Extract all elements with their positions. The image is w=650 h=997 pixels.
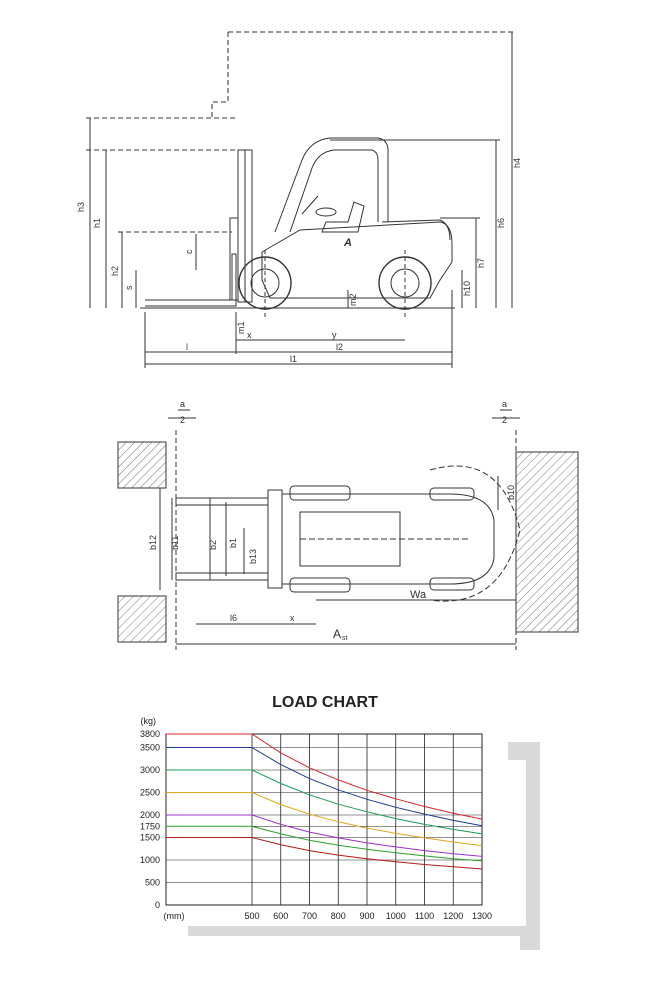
- label-h1: h1: [92, 218, 102, 228]
- label-h10: h10: [462, 281, 472, 296]
- label-b10: b10: [506, 485, 516, 500]
- label-h3: h3: [76, 202, 86, 212]
- steering-wheel: [315, 207, 337, 217]
- label-ast: A: [333, 627, 341, 641]
- seat: [321, 201, 365, 233]
- overhead-guard-inner: [289, 149, 379, 233]
- label-l1: l1: [290, 354, 297, 364]
- side-view-svg: h3 h1 h2 s c h4 h6 h7 h10 m2 m1 x y l2 l…: [76, 31, 522, 368]
- rear-wheel-hub: [390, 268, 420, 298]
- truck-logo: A: [343, 237, 352, 249]
- x-tick-label: 500: [244, 911, 259, 921]
- label-wa: Wa: [410, 589, 427, 601]
- label-h7: h7: [476, 258, 486, 268]
- y-tick-label: 1500: [140, 833, 160, 843]
- label-h4: h4: [512, 158, 522, 168]
- load-curve-3: [166, 769, 483, 835]
- load-curve-7: [166, 837, 483, 870]
- x-tick-label: 900: [359, 911, 374, 921]
- turning-arc: [429, 465, 521, 602]
- y-tick-label: 3000: [140, 765, 160, 775]
- y-unit-label: (kg): [141, 716, 157, 726]
- load-curve-2: [166, 747, 483, 827]
- load-curve-4: [166, 792, 483, 847]
- load-curve-1: [166, 733, 483, 820]
- label-c: c: [184, 249, 194, 254]
- label-b11: b11: [170, 536, 180, 550]
- label-m2: m2: [348, 293, 358, 306]
- label-2-left: 2: [180, 415, 185, 425]
- truck-body: [261, 221, 453, 299]
- chart-axis-labels: 500 600 700 800 900 1000 1100 1200 1300 3800 3500 3…: [140, 716, 492, 921]
- x-tick-label: 1000: [386, 911, 406, 921]
- label-a-left: a: [180, 399, 185, 409]
- chart-series: [166, 733, 483, 870]
- front-wheel-right: [289, 577, 351, 593]
- label-b13: b13: [248, 549, 258, 564]
- fork-arm: [145, 253, 237, 307]
- load-chart-svg: 500 600 700 800 900 1000 1100 1200 1300 3800 3500 3…: [140, 716, 540, 950]
- steering-column: [301, 195, 319, 215]
- label-b1: b1: [228, 538, 238, 548]
- fork-left: [175, 497, 269, 506]
- label-x: x: [247, 330, 252, 340]
- chart-grid: [165, 733, 483, 906]
- rear-wheel-right: [429, 577, 475, 591]
- y-tick-label: 1000: [140, 855, 160, 865]
- load-curve-6: [166, 825, 483, 862]
- y-tick-label: 2000: [140, 810, 160, 820]
- truck-chassis: [281, 493, 495, 585]
- aisle-wall: [515, 451, 579, 633]
- front-wheel-left: [289, 485, 351, 501]
- y-tick-label: 500: [145, 878, 160, 888]
- x-tick-label: 600: [273, 911, 288, 921]
- label-x-top: x: [290, 613, 295, 623]
- overhead-guard: [274, 137, 389, 233]
- load-curve-5: [166, 814, 483, 857]
- y-tick-label: 3500: [140, 743, 160, 753]
- label-m1: m1: [236, 321, 246, 334]
- fork-silhouette: [188, 742, 540, 950]
- carriage: [267, 489, 283, 589]
- x-tick-label: 800: [331, 911, 346, 921]
- label-b2: b2: [208, 540, 218, 550]
- y-tick-label: 3800: [140, 729, 160, 739]
- label-a-right: a: [502, 399, 507, 409]
- label-2-right: 2: [502, 415, 507, 425]
- label-h6: h6: [496, 218, 506, 228]
- label-y: y: [332, 330, 337, 340]
- y-tick-label: 1750: [140, 821, 160, 831]
- counterweight-top: [381, 219, 451, 241]
- front-wheel-hub: [250, 268, 280, 298]
- x-tick-label: 700: [302, 911, 317, 921]
- chart-title: LOAD CHART: [272, 694, 378, 711]
- label-l: l: [186, 342, 188, 352]
- x-tick-label: 1300: [472, 911, 492, 921]
- top-view-diagram: a 2 a 2 b10 b12 b11 b2 b1 b13 l6 x Wa A …: [0, 390, 650, 660]
- y-tick-label: 0: [155, 900, 160, 910]
- extended-mast-outline: [211, 32, 229, 118]
- fork-carriage: [229, 217, 239, 301]
- label-h2: h2: [110, 266, 120, 276]
- label-b12: b12: [148, 535, 158, 550]
- label-l2: l2: [336, 342, 343, 352]
- label-s: s: [124, 285, 134, 290]
- plot-frame: [165, 733, 483, 906]
- x-tick-label: 1100: [415, 911, 434, 921]
- top-view-svg: a 2 a 2 b10 b12 b11 b2 b1 b13 l6 x Wa A …: [117, 399, 579, 650]
- load-chart-panel: LOAD CHART 500 600 700 800 900 1000 1100 1200 13…: [0, 680, 650, 992]
- rear-wheel-left: [429, 487, 475, 501]
- side-view-diagram: h3 h1 h2 s c h4 h6 h7 h10 m2 m1 x y l2 l…: [0, 0, 650, 380]
- x-tick-label: 1200: [443, 911, 463, 921]
- label-l6: l6: [230, 613, 237, 623]
- x-unit-label: (mm): [164, 911, 185, 921]
- pallet-block-bottom: [117, 595, 167, 643]
- pallet-block-top: [117, 441, 167, 489]
- fork-right: [175, 572, 269, 581]
- label-ast-sub: st: [342, 635, 348, 642]
- y-tick-label: 2500: [140, 788, 160, 798]
